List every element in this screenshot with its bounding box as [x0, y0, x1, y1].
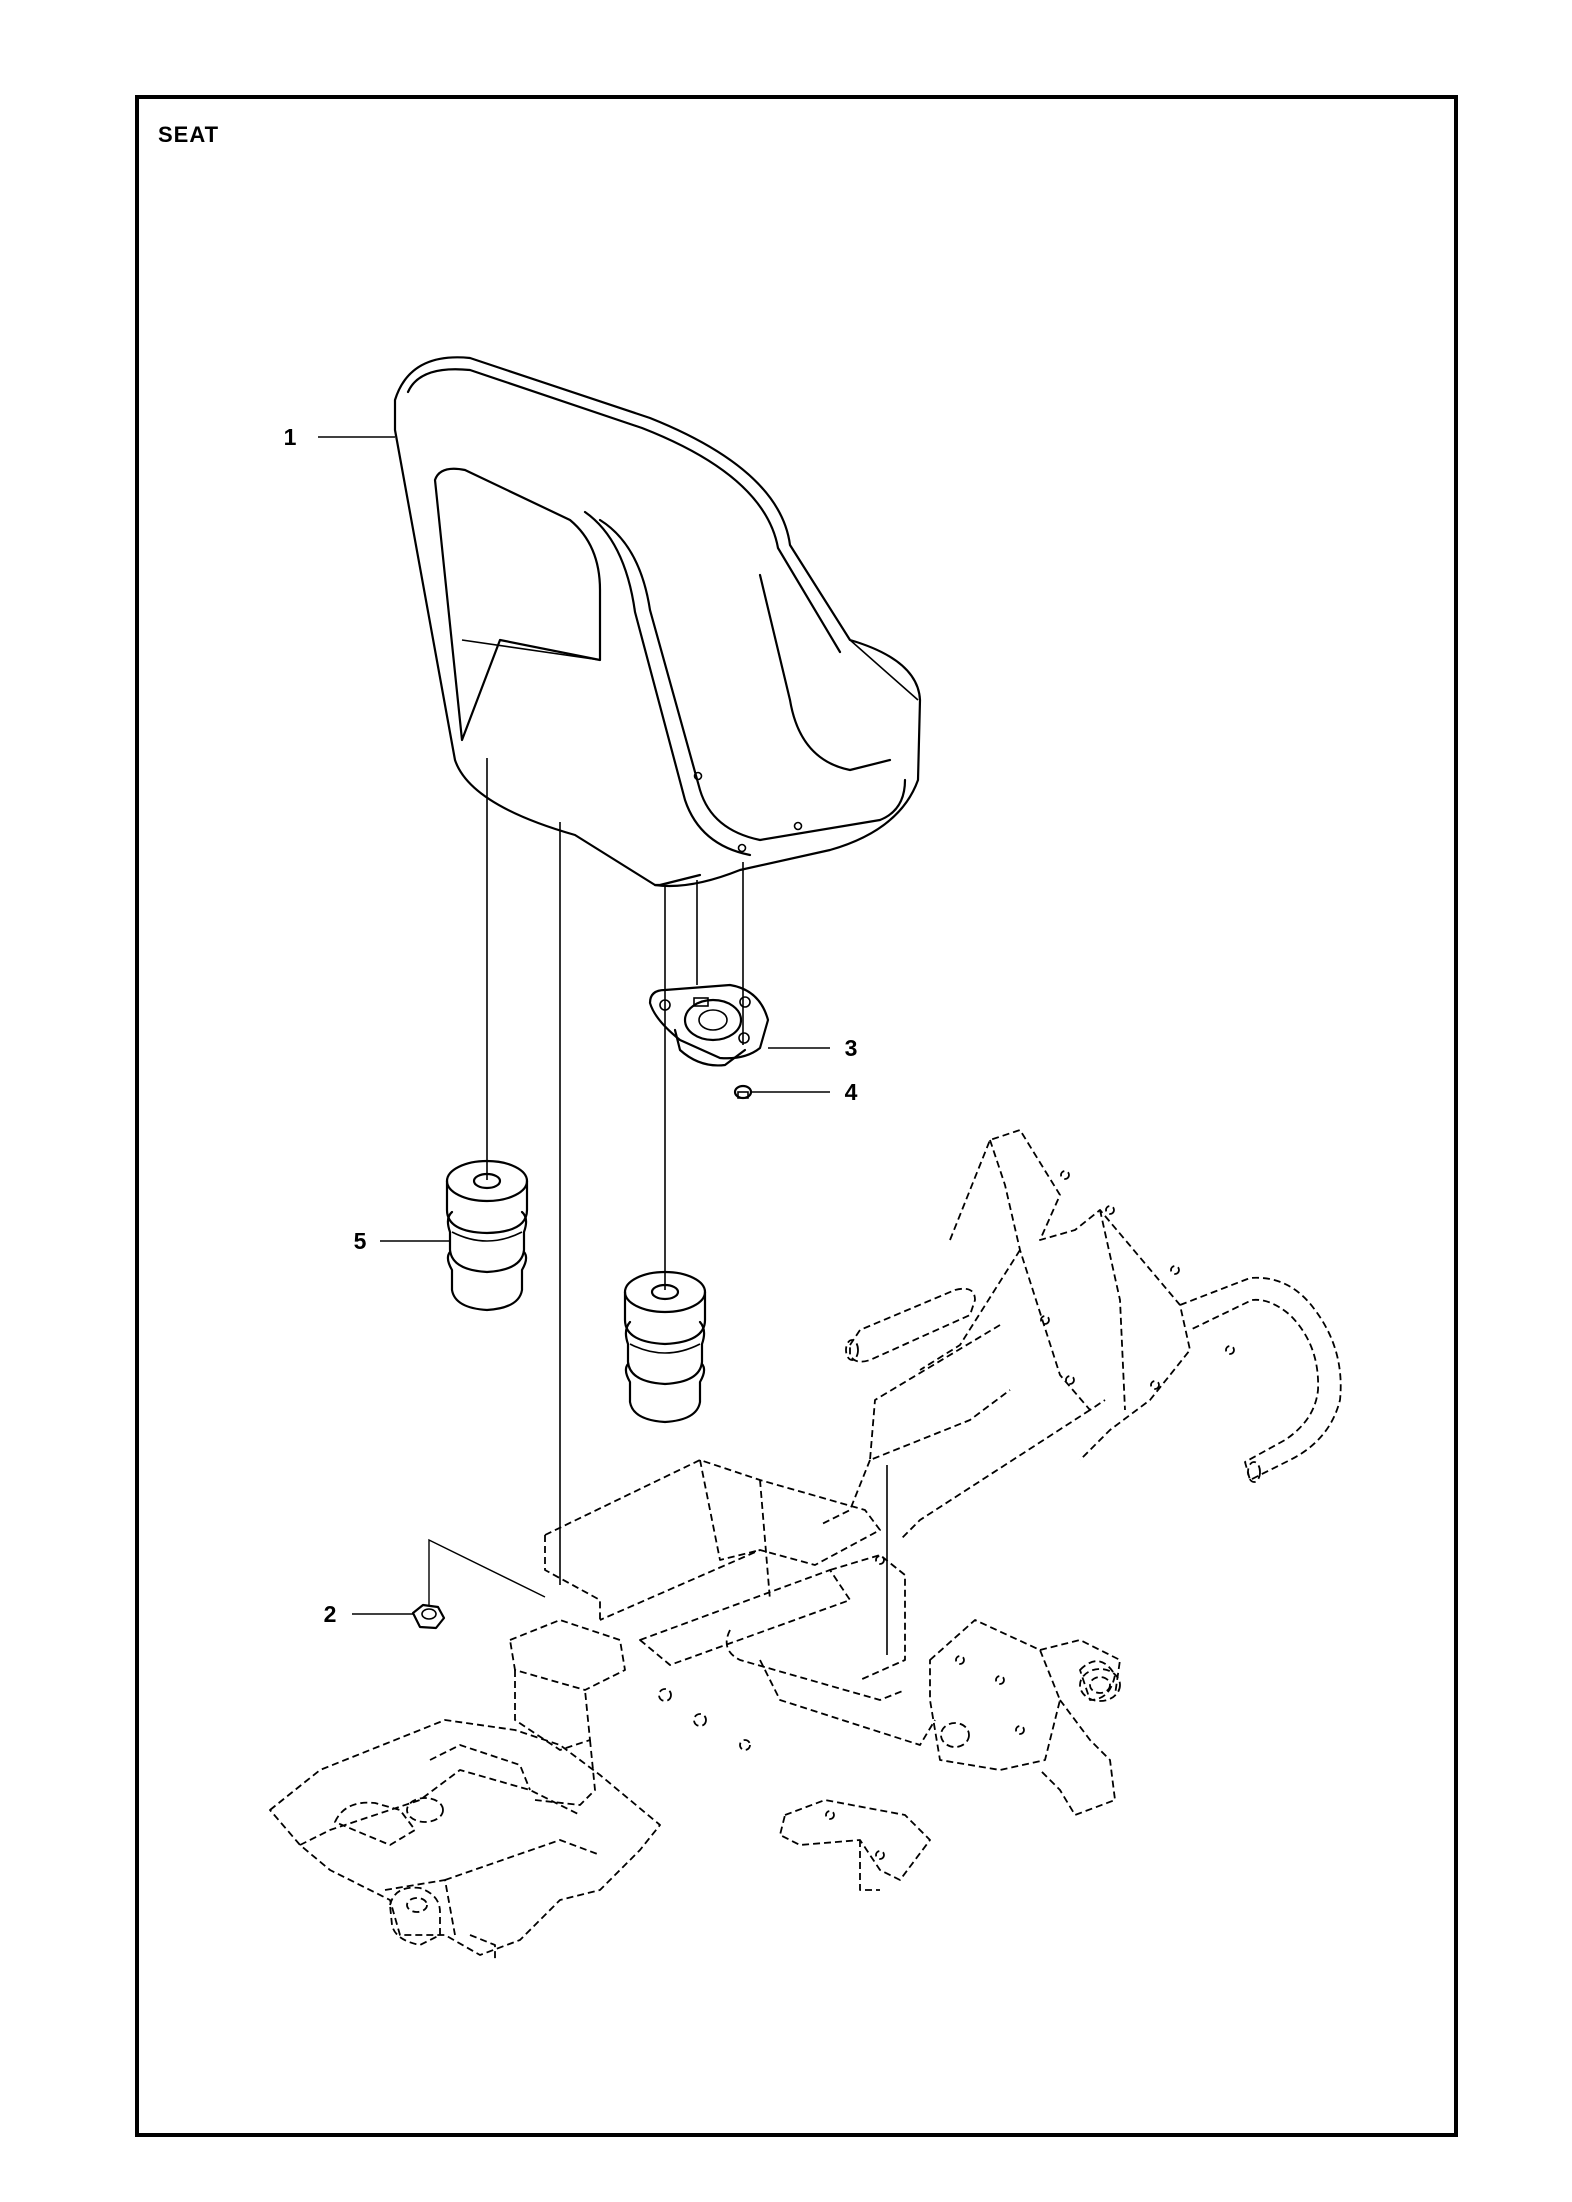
- seat-switch: [648, 983, 770, 1067]
- rubber-damper-left: [445, 1159, 529, 1312]
- assembly-lines: [486, 758, 888, 1655]
- screw: [733, 1084, 753, 1100]
- callout-5: 5: [354, 1228, 450, 1254]
- drawing-frame: [135, 95, 1458, 2137]
- callout-number: 4: [845, 1079, 858, 1105]
- callout-number: 3: [845, 1035, 858, 1061]
- callout-4: 4: [752, 1079, 858, 1105]
- callout-number: 1: [284, 424, 297, 450]
- tractor-frame: [269, 1129, 1342, 1960]
- nut: [411, 1538, 546, 1630]
- callout-number: 2: [324, 1601, 337, 1627]
- callout-number: 5: [354, 1228, 367, 1254]
- seat-shell: [393, 356, 922, 888]
- callout-2: 2: [324, 1601, 413, 1627]
- callout-3: 3: [768, 1035, 857, 1061]
- callout-1: 1: [284, 424, 395, 450]
- page-title: SEAT: [158, 122, 220, 147]
- rubber-damper-right: [623, 1270, 707, 1424]
